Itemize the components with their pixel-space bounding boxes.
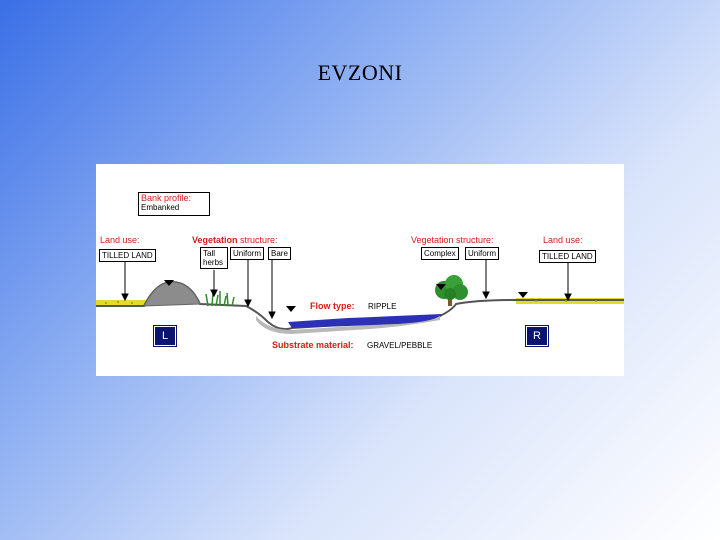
substrate-value: GRAVEL/PEBBLE — [367, 341, 433, 350]
pointer-arrows — [121, 260, 572, 320]
right-bank-marker: R — [526, 326, 548, 346]
right-land-use-label: Land use: — [543, 235, 583, 245]
bank-profile-box: Bank profile: Embanked — [138, 192, 210, 216]
tree-complex-vegetation — [435, 275, 468, 306]
substrate-label: Substrate material: — [272, 340, 354, 350]
left-bank-marker: L — [154, 326, 176, 346]
flow-type-value: RIPPLE — [368, 302, 397, 311]
left-land-use-value: TILLED LAND — [99, 249, 156, 262]
left-tilled-land-strip — [96, 300, 146, 306]
left-vegetation-bare: Bare — [268, 247, 291, 260]
river-cross-section-diagram: Bank profile: Embanked Land use: TILLED … — [96, 164, 624, 376]
flow-type-label-text: Flow type: — [310, 301, 355, 311]
left-vegetation-uniform: Uniform — [230, 247, 265, 260]
left-vegetation-label-rest: structure: — [240, 235, 278, 245]
left-vegetation-label: Vegetation structure: — [192, 235, 278, 245]
left-vegetation-label-bold: Vegetation — [192, 235, 238, 245]
slide-title: EVZONI — [317, 60, 403, 85]
substrate-label-text: Substrate material: — [272, 340, 354, 350]
river-water — [288, 314, 442, 328]
right-vegetation-uniform: Uniform — [465, 247, 500, 260]
right-land-use-value: TILLED LAND — [539, 250, 596, 263]
tilled-land-texture — [105, 300, 597, 304]
right-vegetation-label: Vegetation structure: — [411, 235, 494, 245]
embankment-mound — [143, 281, 201, 307]
cross-section-drawing — [96, 260, 624, 334]
bank-profile-label: Bank profile: — [141, 193, 192, 203]
bank-profile-value: Embanked — [141, 203, 180, 212]
tall-herbs-vegetation — [205, 291, 235, 307]
flow-type-label: Flow type: — [310, 301, 355, 311]
bank-top-markers — [164, 280, 528, 312]
left-land-use-label: Land use: — [100, 235, 140, 245]
right-vegetation-complex: Complex — [421, 247, 459, 260]
riverbed-gravel — [256, 316, 440, 334]
left-vegetation-tall-herbs: Tall herbs — [200, 247, 228, 269]
